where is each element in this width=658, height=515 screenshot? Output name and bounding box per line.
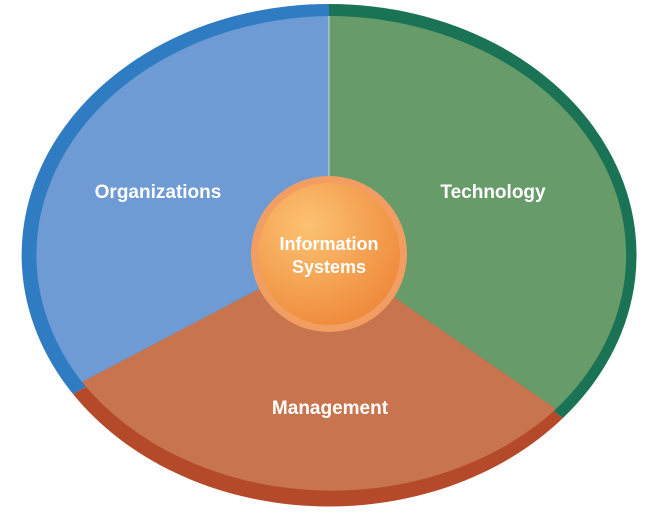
- technology-segment: [329, 16, 627, 409]
- center-circle: [258, 183, 400, 325]
- organizations-segment: [36, 16, 329, 382]
- organizations-label: Organizations: [95, 182, 222, 203]
- management-label: Management: [272, 398, 389, 419]
- management-segment: [82, 252, 556, 491]
- center-label-line1: Information: [280, 234, 379, 254]
- technology-label: Technology: [440, 182, 546, 203]
- center-label-line2: Systems: [292, 257, 366, 277]
